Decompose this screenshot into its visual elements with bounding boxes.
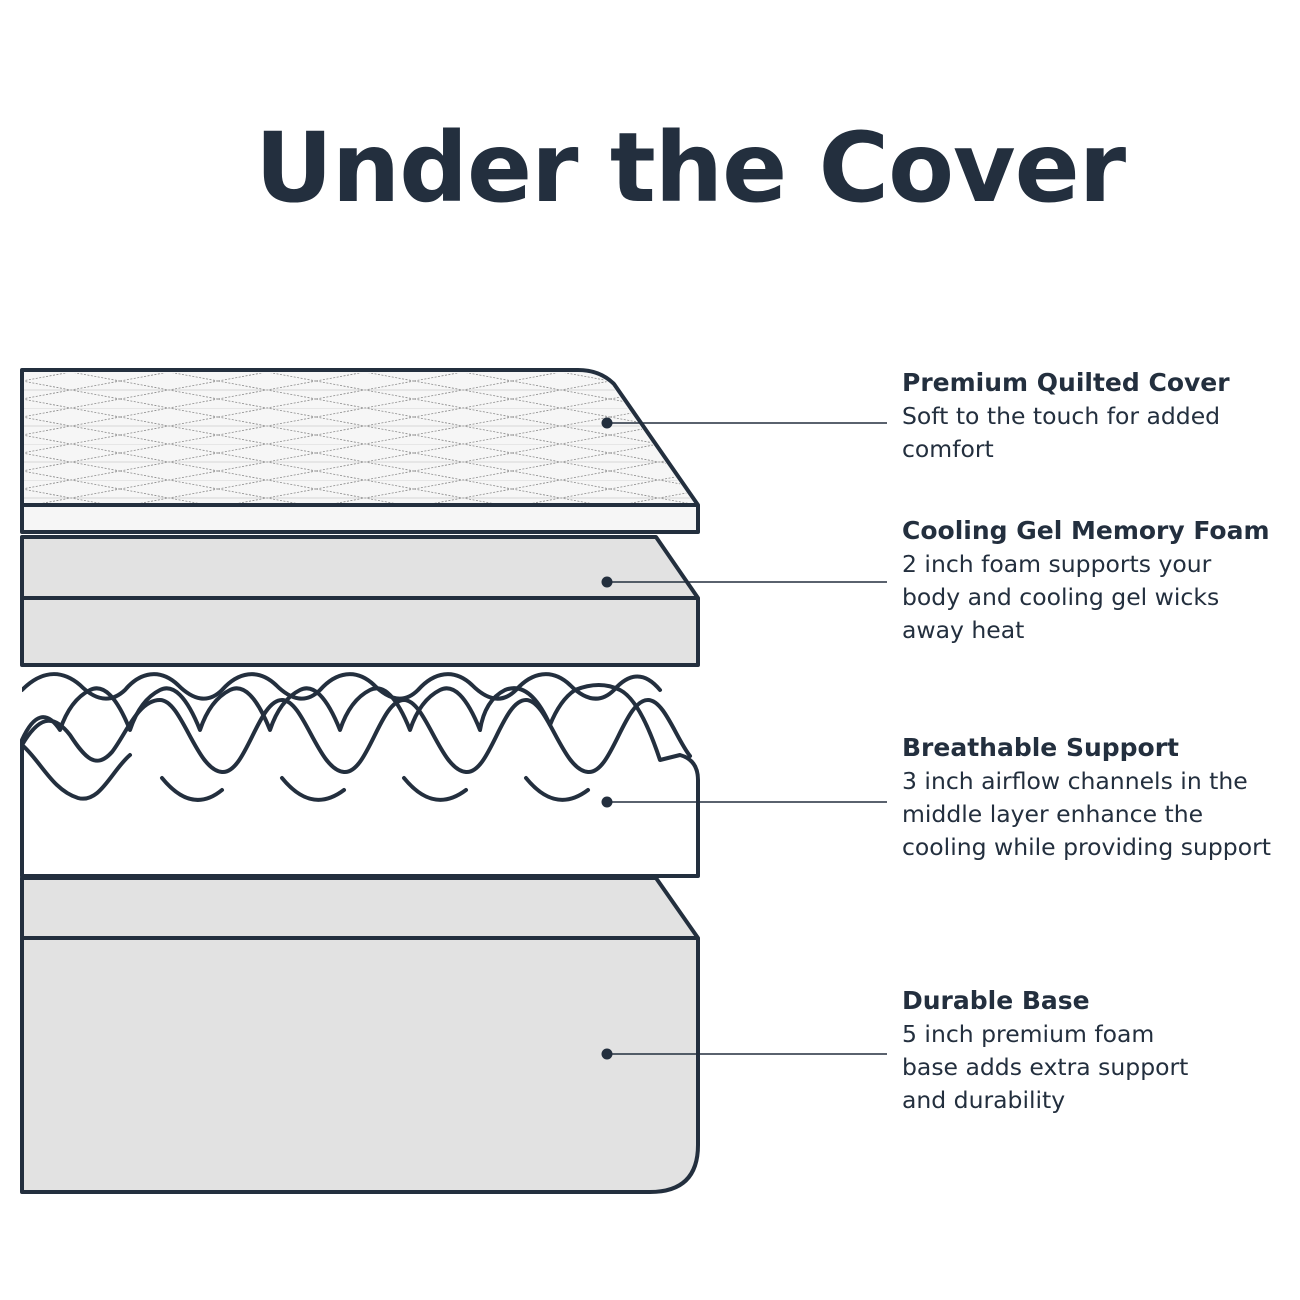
airflow-wave-lower: [22, 743, 590, 802]
callout-description: 5 inch premium foam base adds extra supp…: [902, 1020, 1189, 1114]
page-title: Under the Cover: [254, 112, 1126, 224]
callout-description: 2 inch foam supports your body and cooli…: [902, 550, 1220, 644]
layer-quilted-cover: [20, 368, 700, 534]
callout-leaders: [601, 417, 887, 1060]
leader-dot-support: [601, 796, 613, 808]
callout-title: Cooling Gel Memory Foam: [902, 516, 1270, 545]
layer-breathable-support: [20, 672, 700, 878]
callout-title: Premium Quilted Cover: [902, 368, 1230, 397]
airflow-wave-front: [22, 698, 692, 774]
leader-dot-gel-foam: [601, 576, 613, 588]
airflow-wave-back: [22, 672, 662, 701]
callout-cooling-gel-foam: Cooling Gel Memory Foam 2 inch foam supp…: [902, 514, 1292, 647]
layer-durable-base: [20, 876, 700, 1194]
callout-description: Soft to the touch for added comfort: [902, 402, 1221, 463]
leader-dot-base: [601, 1048, 613, 1060]
callout-title: Breathable Support: [902, 733, 1180, 762]
callout-description: 3 inch airflow channels in the middle la…: [902, 767, 1271, 861]
callout-quilted-cover: Premium Quilted Cover Soft to the touch …: [902, 366, 1292, 466]
cover-quilting: [24, 373, 694, 504]
callout-durable-base: Durable Base 5 inch premium foam base ad…: [902, 984, 1292, 1117]
base-body: [20, 876, 700, 1194]
gel-foam-body: [20, 535, 700, 667]
callout-breathable-support: Breathable Support 3 inch airflow channe…: [902, 731, 1292, 864]
support-body: [20, 683, 700, 878]
leader-dot-cover: [601, 417, 613, 429]
callout-title: Durable Base: [902, 986, 1090, 1015]
layer-cooling-gel-foam: [20, 535, 700, 667]
